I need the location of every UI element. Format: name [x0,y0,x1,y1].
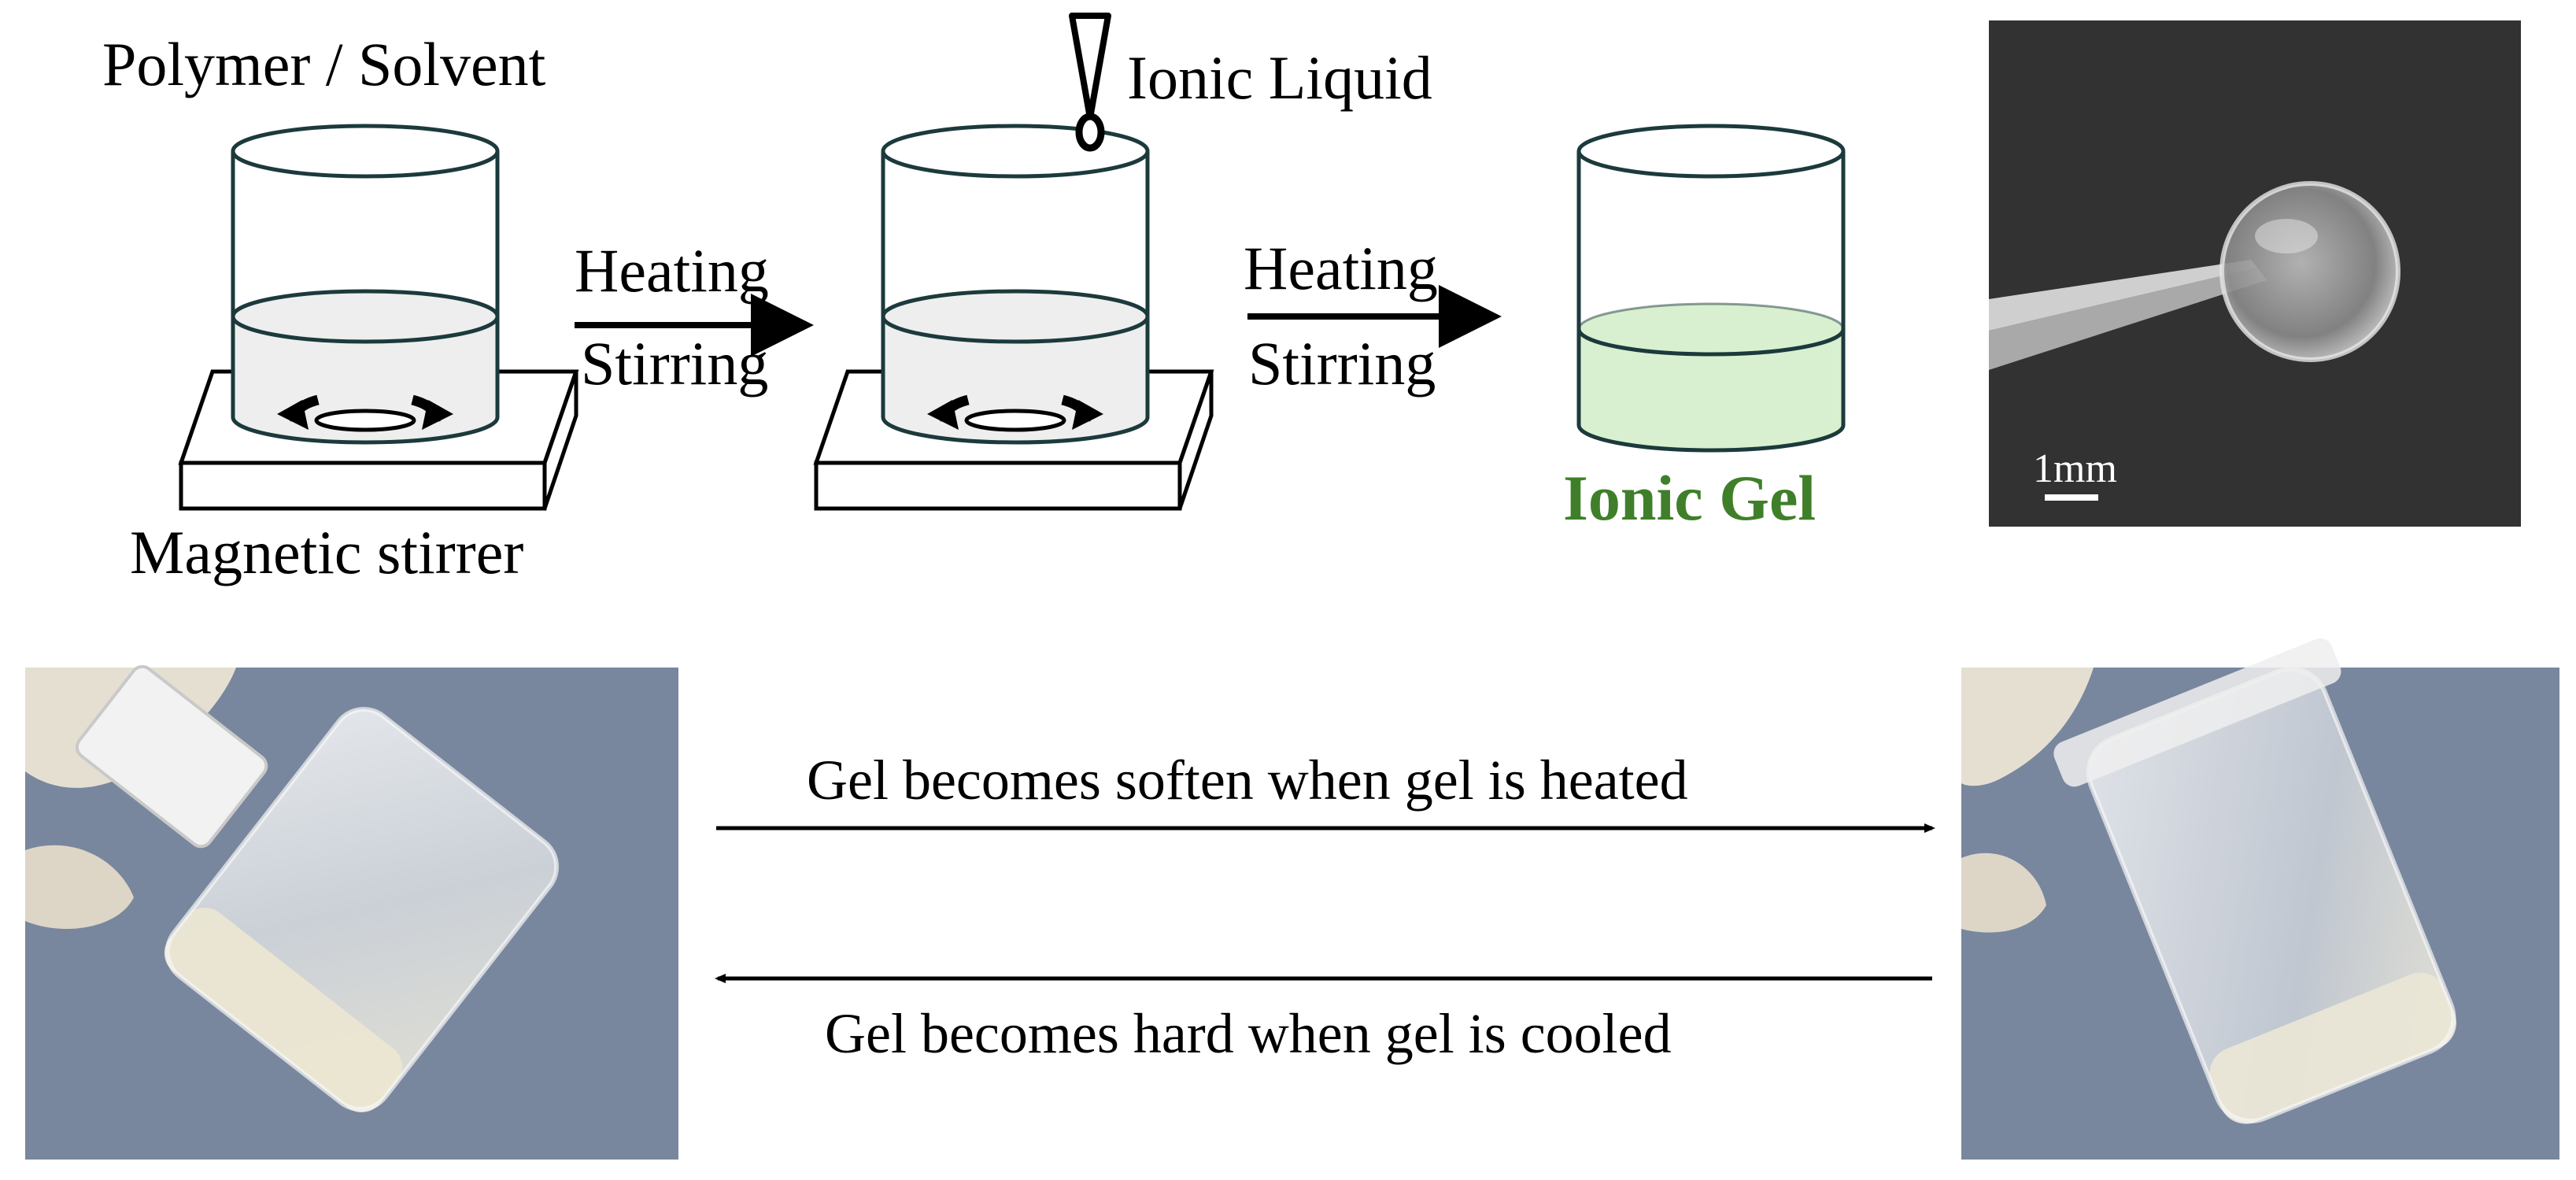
scale-bar-label: 1mm [2033,446,2117,491]
arrow2-heating-label: Heating [1244,234,1438,302]
arrow2-stirring-label: Stirring [1248,329,1436,398]
glove [1961,668,2094,786]
stir-bar-icon [314,409,416,432]
ionic-gel-label: Ionic Gel [1563,462,1816,534]
step2-group: Ionic Liquid Heating Stirring [813,13,1502,511]
beaker-icon [1576,124,1846,453]
vial-photo-heated [1961,638,2559,1160]
dropper-icon [1069,13,1111,152]
arrow1-heating-label: Heating [575,236,769,305]
tweezers [1989,268,2267,370]
step3-group: Ionic Gel [1563,124,1846,534]
polymer-solvent-label: Polymer / Solvent [102,30,546,98]
vial-cap [76,666,267,847]
scale-bar [2045,494,2098,501]
stir-bar-icon [964,409,1066,432]
rotation-arrowhead-right [422,400,453,430]
magnetic-stirrer-label: Magnetic stirrer [130,518,523,586]
vial-photo-cooled [25,664,678,1160]
gel-bead-photo: 1mm [1989,20,2521,527]
reversibility-arrows: Gel becomes soften when gel is heated Ge… [715,749,1935,1065]
arrow1-stirring-label: Stirring [581,329,768,398]
ionic-liquid-label: Ionic Liquid [1127,43,1432,112]
cooled-caption: Gel becomes hard when gel is cooled [825,1002,1672,1065]
rotation-arrowhead-left [277,400,309,430]
beaker-icon [881,124,1150,445]
heated-caption: Gel becomes soften when gel is heated [807,749,1688,812]
beaker-icon [231,124,500,445]
step1-group: Polymer / Solvent Magnetic stirrer Heati [102,30,814,586]
rotation-arrowhead-left [927,400,959,430]
rotation-arrowhead-right [1072,400,1103,430]
